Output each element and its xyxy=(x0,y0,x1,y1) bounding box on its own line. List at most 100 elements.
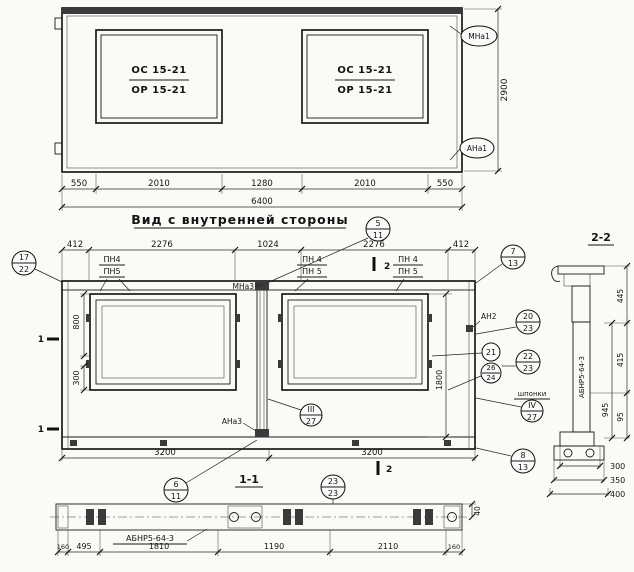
section-1-label-upper: 1 xyxy=(38,335,44,345)
channel-profile xyxy=(295,509,303,525)
dim-2276-right: 2276 xyxy=(363,240,385,250)
channel-profile xyxy=(98,509,106,525)
callout-sheet: 27 xyxy=(306,417,316,426)
dim-800: 800 xyxy=(72,314,81,329)
dim-1024: 1024 xyxy=(257,240,279,250)
section-2-label-top: 2 xyxy=(384,262,390,272)
dim-2276-left: 2276 xyxy=(151,240,173,250)
leader-line xyxy=(475,447,512,457)
anchor-plate xyxy=(466,325,473,332)
dim-160-left: 160 xyxy=(57,543,69,551)
extension-lines xyxy=(80,293,90,391)
end-rib-right xyxy=(443,505,461,529)
hinge-mark xyxy=(236,314,240,322)
extension-lines xyxy=(61,174,463,211)
pn5-label: ПН 5 xyxy=(302,267,322,276)
window-frame-mid xyxy=(287,299,423,385)
leader-line xyxy=(431,352,483,357)
leader-line xyxy=(475,263,503,284)
dim-1800: 1800 xyxy=(435,370,444,390)
window-frame-inner xyxy=(100,34,218,119)
section-11-title: 1-1 xyxy=(239,473,259,486)
callout-num: 22 xyxy=(523,352,533,361)
dim-495: 495 xyxy=(76,542,91,551)
dim-ticks xyxy=(546,462,612,498)
dim-2900: 2900 xyxy=(500,78,510,101)
leader-line xyxy=(267,398,302,411)
dim-95: 95 xyxy=(616,412,625,422)
dim-945: 945 xyxy=(601,403,610,418)
pn4-label: ПН4 xyxy=(103,255,120,264)
lifting-lug xyxy=(54,142,63,155)
channel-profile xyxy=(425,509,433,525)
window-frame-outer xyxy=(301,29,429,124)
callout-21 xyxy=(481,342,501,362)
dim-2010-right: 2010 xyxy=(354,179,376,189)
marker-bubble-ana1 xyxy=(459,137,495,159)
dim-ticks xyxy=(58,454,479,462)
label-an2: АН2 xyxy=(481,312,497,321)
leader-line xyxy=(254,283,261,288)
leader-line xyxy=(472,320,481,328)
dim-3200-left: 3200 xyxy=(154,448,176,458)
pn-labels-right: ПН 4 ПН 5 xyxy=(393,255,423,292)
window-frame-outer xyxy=(281,293,429,391)
panel-top-flange xyxy=(62,8,462,14)
panel-outline xyxy=(61,7,463,173)
dim-ticks xyxy=(623,262,631,442)
callout-sheet: 22 xyxy=(19,265,29,274)
dim-ticks xyxy=(608,319,616,442)
section-22: 2-2 АБНР5-64-3 445 415 95 945 300 350 40… xyxy=(546,231,631,499)
leader-line xyxy=(242,422,257,432)
leader-line xyxy=(185,439,258,484)
profile-label-vertical: АБНР5-64-3 xyxy=(578,356,586,398)
label-ana3: АНа3 xyxy=(222,417,242,426)
dim-412-right: 412 xyxy=(453,240,469,250)
dim-550-right: 550 xyxy=(437,179,453,189)
pn4-label: ПН 4 xyxy=(398,255,418,264)
window-mark-bottom: ОР 15-21 xyxy=(337,85,392,96)
dim-350: 350 xyxy=(610,476,625,485)
hinge-mark xyxy=(278,360,282,368)
pn-labels-middle: ПН 4 ПН 5 xyxy=(294,255,327,292)
mullion-anchor-bottom xyxy=(255,429,269,437)
support-pad xyxy=(444,440,451,446)
section-22-title: 2-2 xyxy=(591,231,611,244)
top-view: ОС 15-21 ОР 15-21 ОС 15-21 ОР 15-21 МНа1… xyxy=(54,5,510,211)
window-mark-top: ОС 15-21 xyxy=(337,65,392,76)
section-1-label-lower: 1 xyxy=(38,425,44,435)
dim-40: 40 xyxy=(473,506,482,516)
leader-line xyxy=(475,326,517,335)
elevation-view: 412 2276 1024 2276 412 5 11 17 22 7 13 П… xyxy=(11,216,550,503)
window-frame-inner xyxy=(306,34,424,119)
channel-profile xyxy=(283,509,291,525)
head-block xyxy=(563,273,591,287)
neck xyxy=(571,285,591,323)
end-rib-left xyxy=(57,505,69,529)
elevation-window-1 xyxy=(86,293,240,391)
foot-block-lower xyxy=(553,445,605,461)
callout-num: 7 xyxy=(510,247,515,256)
dowel-hole xyxy=(251,512,261,522)
dim-415: 415 xyxy=(616,353,625,368)
window-mark-top: ОС 15-21 xyxy=(131,65,186,76)
dim-300: 300 xyxy=(72,370,81,385)
window-frame-mid xyxy=(95,299,231,385)
hinge-mark xyxy=(428,360,432,368)
dim-ticks xyxy=(494,5,502,175)
dim-300: 300 xyxy=(610,462,625,471)
leader-line xyxy=(186,528,208,542)
callout-num: 17 xyxy=(19,253,29,262)
section-11: 1-1 23 23 АБНР5-64-3 40 1 xyxy=(50,473,482,556)
elevation-window-2 xyxy=(278,293,432,391)
section-2-label-bottom: 2 xyxy=(386,465,392,475)
extension-lines xyxy=(590,265,630,439)
dim-1190: 1190 xyxy=(264,542,284,551)
leader-line xyxy=(34,268,63,283)
window-opening-1: ОС 15-21 ОР 15-21 xyxy=(95,29,223,124)
dim-ticks xyxy=(468,500,476,521)
window-opening-2: ОС 15-21 ОР 15-21 xyxy=(301,29,429,124)
pn5-label: ПН 5 xyxy=(398,267,418,276)
panel-edge-lines xyxy=(67,281,470,449)
